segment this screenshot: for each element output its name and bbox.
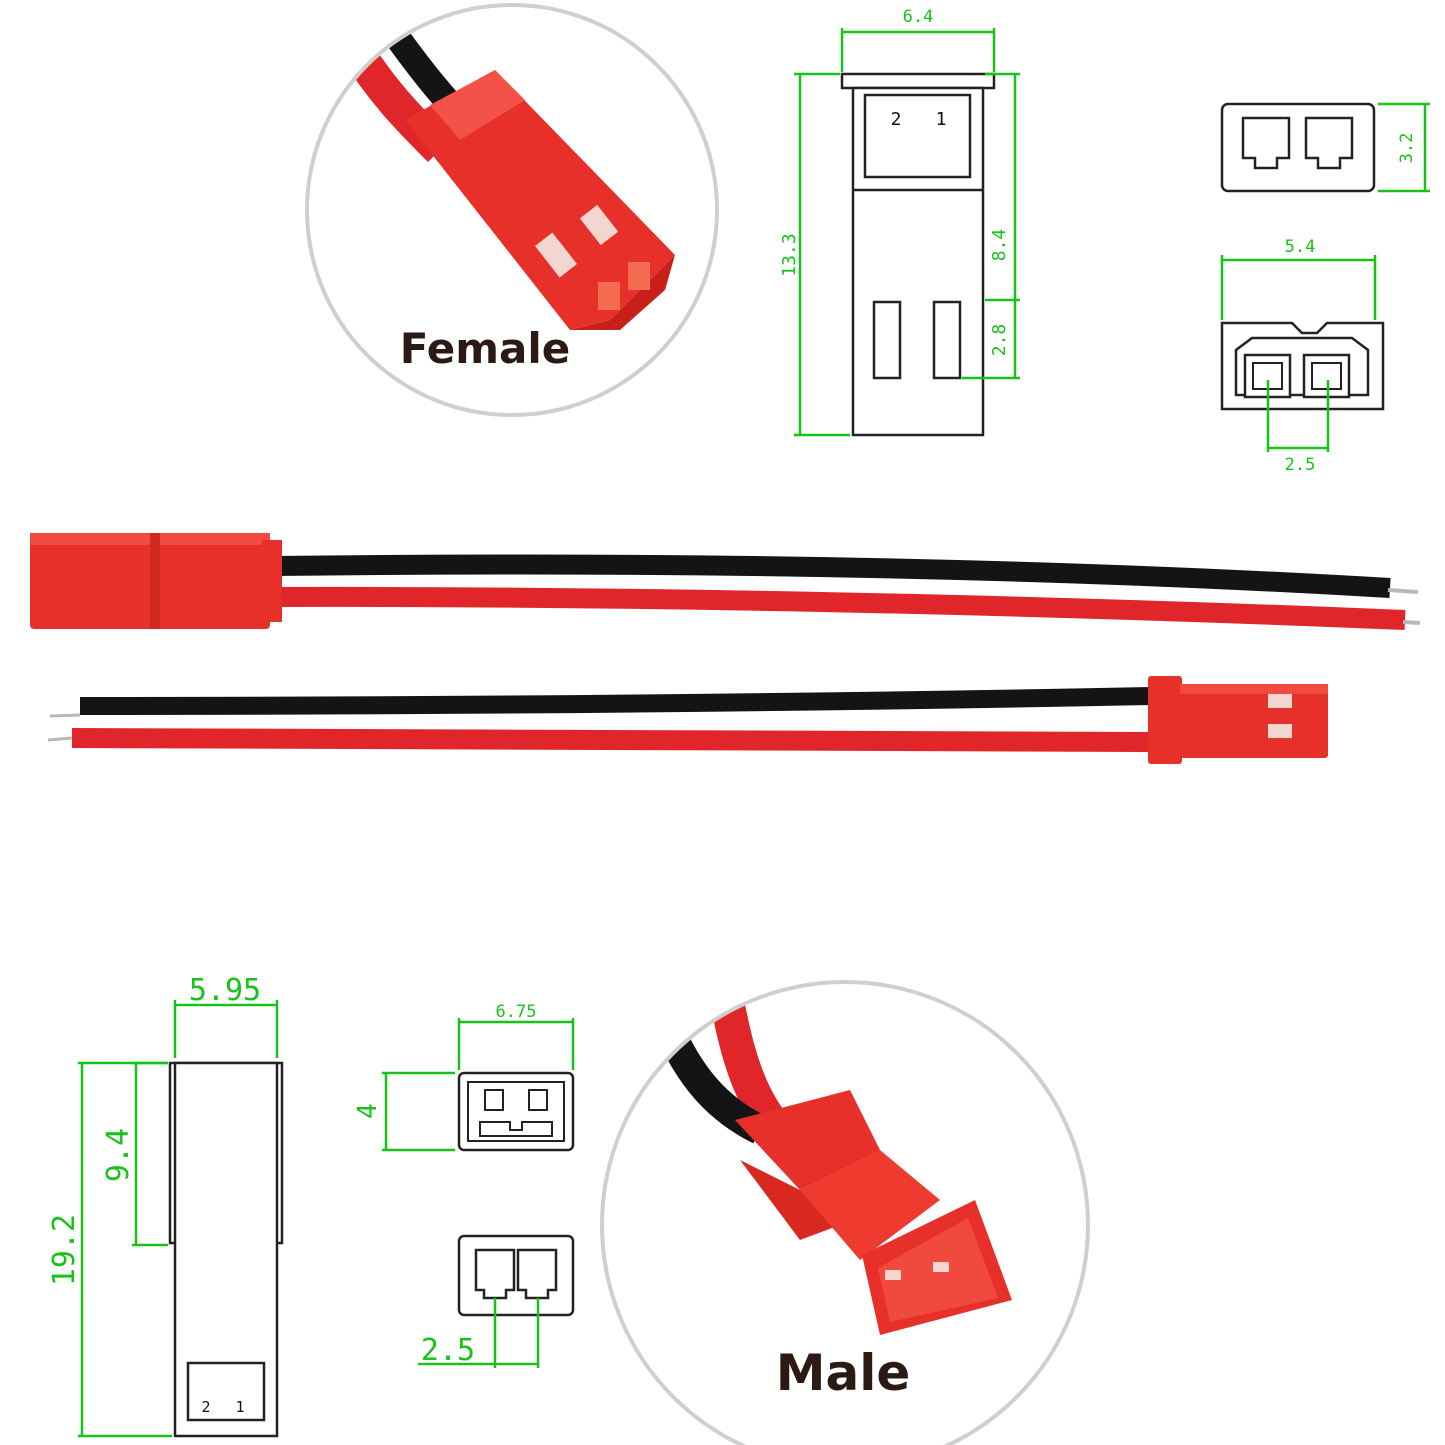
male-end-view: 2.5: [418, 1234, 575, 1368]
width-dimension: 6.4: [903, 7, 934, 27]
upper-dimension: 8.4: [989, 229, 1010, 262]
male-cable: [47, 676, 1328, 764]
face-width-dimension: 5.4: [1285, 237, 1316, 257]
male-side-drawing: 2 1 5.95 9.4 19.2: [47, 973, 284, 1438]
height-dimension: 13.3: [779, 233, 800, 276]
height-dimension: 19.2: [47, 1214, 82, 1286]
pin-number-1: 1: [936, 109, 947, 130]
slot-dimension: 2.8: [989, 324, 1010, 357]
width-dimension: 5.95: [189, 973, 261, 1008]
face-width-dimension: 6.75: [496, 1002, 537, 1022]
male-photo: Male: [600, 980, 1090, 1445]
male-label: Male: [776, 1344, 911, 1402]
face-height-dimension: 4: [353, 1103, 383, 1119]
female-label: Female: [400, 324, 570, 373]
pin-number-1: 1: [235, 1398, 244, 1416]
dimension-lines: [794, 28, 1020, 437]
female-face-view: 5.4 2.5: [1220, 237, 1385, 475]
pitch-dimension: 2.5: [421, 1333, 475, 1368]
pin-number-2: 2: [891, 109, 902, 130]
female-end-view: 3.2: [1220, 102, 1430, 193]
female-cable: [30, 533, 1421, 630]
pitch-dimension: 2.5: [1285, 455, 1316, 475]
upper-dimension: 9.4: [101, 1128, 136, 1182]
pin-number-2: 2: [201, 1398, 210, 1416]
male-face-view: 6.75 4: [353, 1002, 575, 1152]
female-photo: Female: [305, 3, 719, 417]
female-side-drawing: 2 1 6.4 13.3 8.4 2.8: [779, 7, 1020, 437]
end-height-dimension: 3.2: [1397, 133, 1417, 164]
